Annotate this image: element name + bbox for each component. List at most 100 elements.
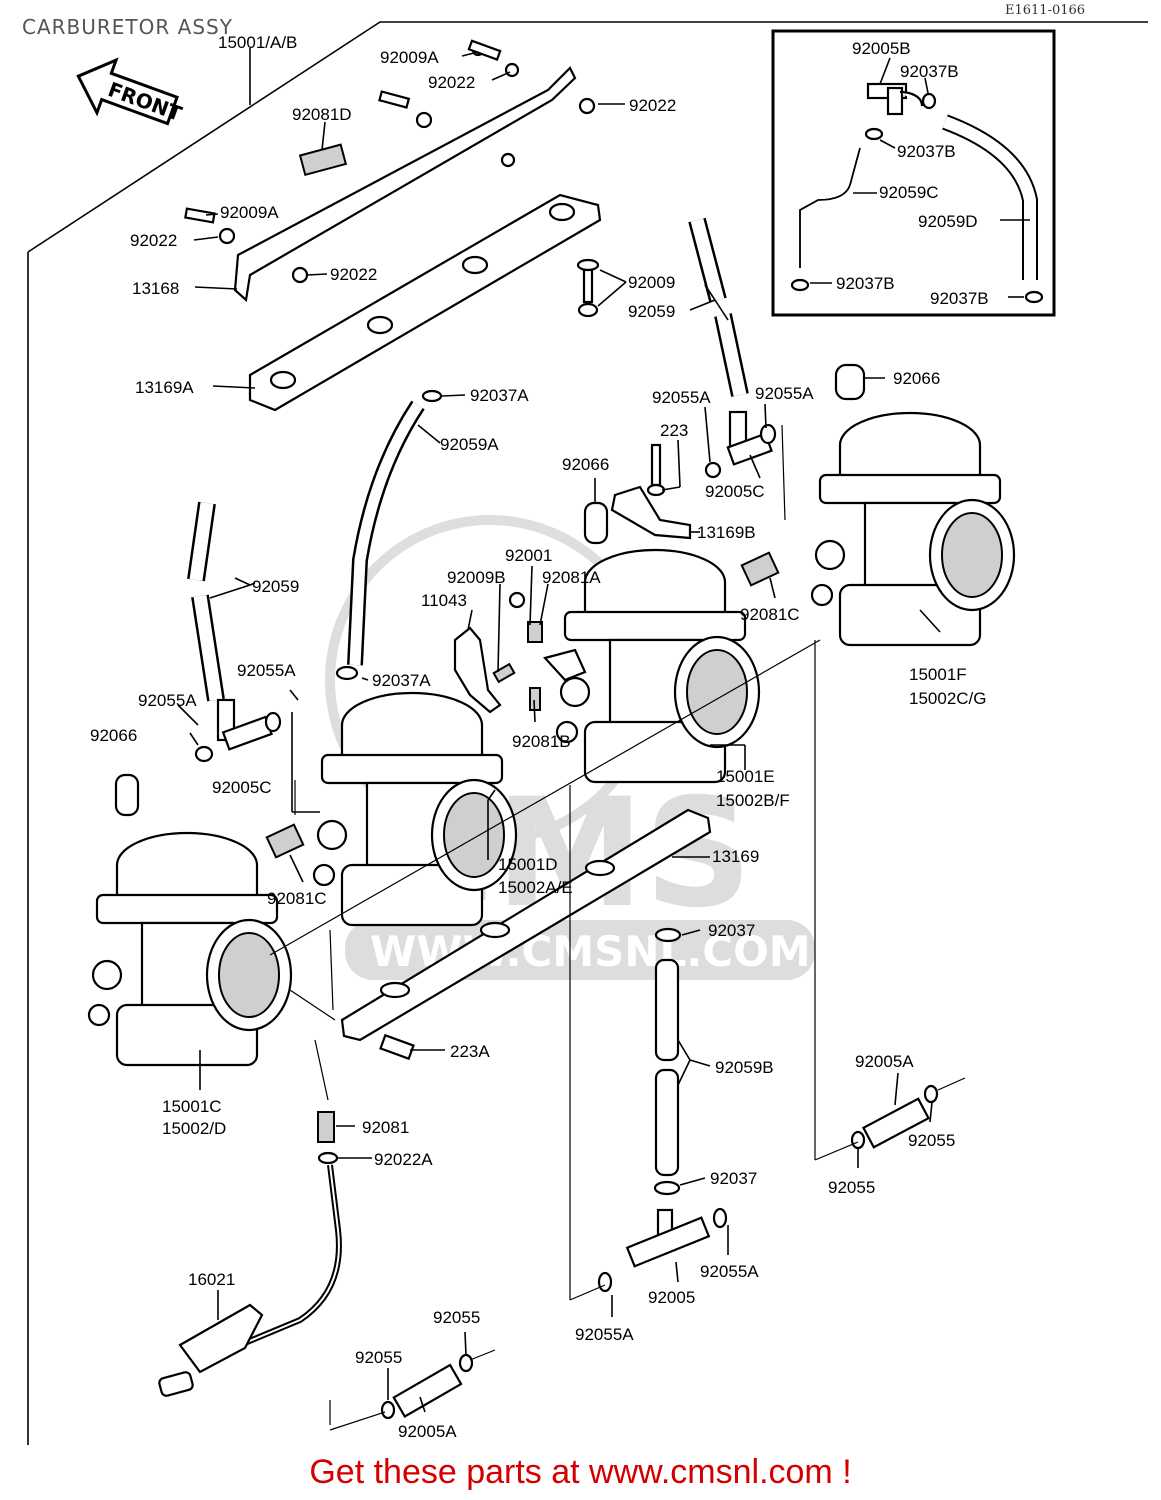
t-fitting-92005: [597, 1207, 728, 1293]
cap-92066: [114, 773, 140, 817]
callout-92081: 92081: [362, 1118, 409, 1137]
elbow-fitting-right: [704, 410, 777, 479]
spring-icon: [740, 551, 780, 587]
callout-92005B: 92005B: [852, 39, 911, 58]
callout-92059A: 92059A: [440, 435, 499, 454]
callout-13168: 13168: [132, 279, 179, 298]
callout-92055: 92055: [433, 1308, 480, 1327]
callout-92009: 92009: [628, 273, 675, 292]
callout-92055A: 92055A: [755, 384, 814, 403]
hose-92059A: [335, 389, 443, 681]
callout-15002AE: 15002A/E: [498, 878, 573, 897]
callout-92055A: 92055A: [237, 661, 296, 680]
cap-92066: [583, 501, 609, 545]
pipe-92005A: [380, 1353, 474, 1420]
callout-92005C: 92005C: [705, 482, 765, 501]
callout-92055A: 92055A: [575, 1325, 634, 1344]
callout-92037B: 92037B: [897, 142, 956, 161]
callout-92005A: 92005A: [855, 1052, 914, 1071]
callout-92055: 92055: [828, 1178, 875, 1197]
callout-92055A: 92055A: [700, 1262, 759, 1281]
hose-92059B: [653, 927, 682, 1196]
callout-92005: 92005: [648, 1288, 695, 1307]
callout-92066: 92066: [562, 455, 609, 474]
callout-92081C: 92081C: [267, 889, 327, 908]
callout-15001E: 15001E: [716, 767, 775, 786]
callout-92037A: 92037A: [372, 671, 431, 690]
elbow-fitting-left: [194, 698, 282, 763]
throttle-rail-13169: [340, 808, 712, 1061]
callout-15002D: 15002/D: [162, 1119, 226, 1138]
callout-92055: 92055: [355, 1348, 402, 1367]
callout-92059: 92059: [252, 577, 299, 596]
callout-13169: 13169: [712, 847, 759, 866]
footer-link[interactable]: Get these parts at www.cmsnl.com !: [309, 1453, 852, 1491]
screw-92009: [576, 258, 600, 318]
front-arrow: FRONT: [76, 57, 185, 126]
callout-15001AB: 15001/A/B: [218, 33, 297, 52]
callout-15002BF: 15002B/F: [716, 791, 790, 810]
link-plate-11043: [453, 591, 587, 714]
callout-92009B: 92009B: [447, 568, 506, 587]
callout-92081B: 92081B: [512, 732, 571, 751]
callout-92081A: 92081A: [542, 568, 601, 587]
leader-lines: [177, 48, 941, 1413]
carburetor-15001F: [810, 411, 1016, 647]
callout-92055: 92055: [908, 1131, 955, 1150]
throttle-rail-13169A: [248, 193, 602, 412]
pipe-92005A: [850, 1084, 939, 1150]
callout-92005A: 92005A: [398, 1422, 457, 1441]
callout-92022: 92022: [428, 73, 475, 92]
clamp-icon: [921, 92, 937, 110]
callout-92081D: 92081D: [292, 105, 352, 124]
callout-92066: 92066: [90, 726, 137, 745]
callout-92009A: 92009A: [220, 203, 279, 222]
spring-icon: [265, 823, 305, 859]
callout-92037B: 92037B: [836, 274, 895, 293]
callout-92037B: 92037B: [900, 62, 959, 81]
callout-92001: 92001: [505, 546, 552, 565]
outer-frame: [27, 21, 1148, 1445]
callout-92059C: 92059C: [879, 183, 939, 202]
diagram-code: E1611-0166: [1005, 3, 1086, 18]
guide-lines: [269, 424, 966, 1431]
page-title: CARBURETOR ASSY: [22, 15, 233, 39]
callout-15001D: 15001D: [498, 855, 558, 874]
callout-92059B: 92059B: [715, 1058, 774, 1077]
callout-13169B: 13169B: [697, 523, 756, 542]
callout-92022: 92022: [330, 265, 377, 284]
hose-92059-top: [688, 217, 749, 397]
callout-92081C: 92081C: [740, 605, 800, 624]
callout-92022: 92022: [629, 96, 676, 115]
callout-92066: 92066: [893, 369, 940, 388]
callout-92005C: 92005C: [212, 778, 272, 797]
hose-92059-left: [187, 501, 225, 702]
callout-92037: 92037: [710, 1169, 757, 1188]
callout-16021: 16021: [188, 1270, 235, 1289]
callout-92059D: 92059D: [918, 212, 978, 231]
callout-223: 223: [660, 421, 688, 440]
callout-15001F: 15001F: [909, 665, 967, 684]
callout-92037B: 92037B: [930, 289, 989, 308]
callout-92022: 92022: [130, 231, 177, 250]
callout-223A: 223A: [450, 1042, 490, 1061]
throttle-cable-16021: [158, 1111, 342, 1397]
callout-92055A: 92055A: [652, 388, 711, 407]
callout-11043: 11043: [421, 591, 467, 610]
callout-92037A: 92037A: [470, 386, 529, 405]
callout-92037: 92037: [708, 921, 755, 940]
callout-15001C: 15001C: [162, 1097, 222, 1116]
callout-15002CG: 15002C/G: [909, 689, 987, 708]
throttle-rail-upper: [184, 39, 596, 303]
callout-92009A: 92009A: [380, 48, 439, 67]
callout-13169A: 13169A: [135, 378, 194, 397]
spring-icon: [298, 143, 348, 177]
callout-92022A: 92022A: [374, 1150, 433, 1169]
cap-92066: [834, 363, 866, 401]
callout-92059: 92059: [628, 302, 675, 321]
callout-92055A: 92055A: [138, 691, 197, 710]
hose-92059C: [799, 147, 861, 268]
t-fitting: [866, 82, 924, 116]
inset-box: [771, 29, 1056, 317]
